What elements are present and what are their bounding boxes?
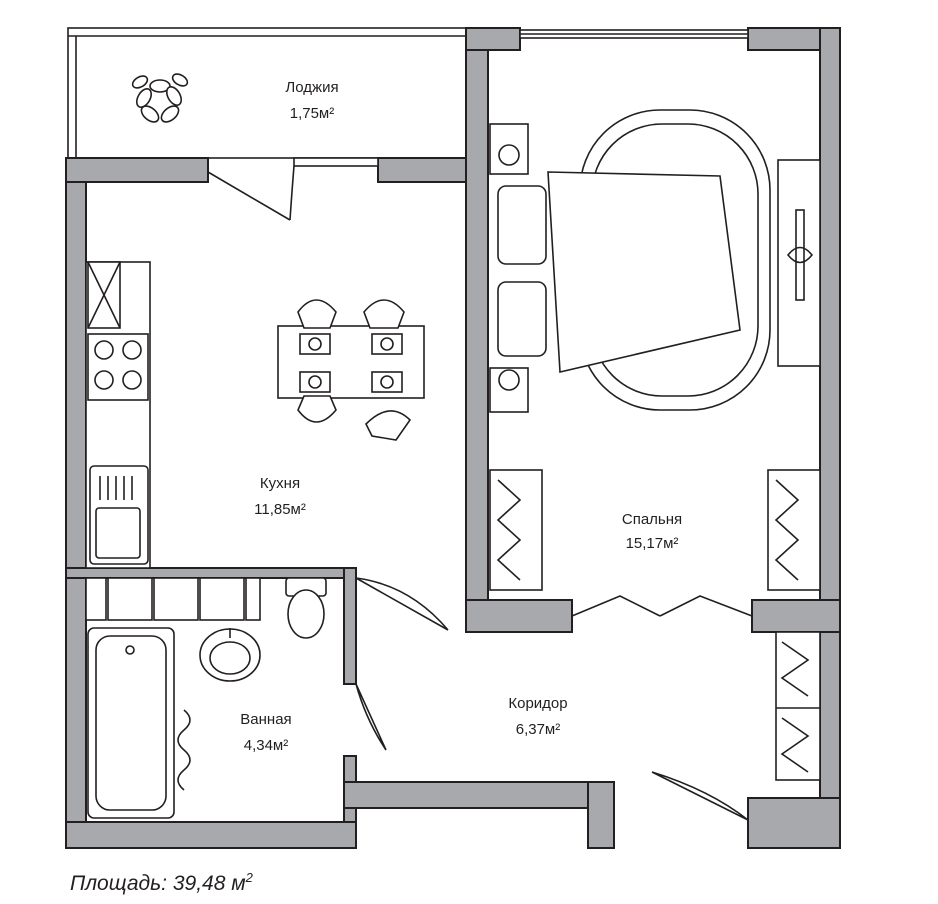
bedroom-area: 15,17м² xyxy=(626,535,679,552)
bathroom-name: Ванная xyxy=(240,711,291,728)
wall-kitchen-bedroom xyxy=(465,27,489,633)
kitchen-area: 11,85м² xyxy=(254,501,306,518)
entrance-door xyxy=(651,771,749,821)
washbasin xyxy=(199,628,261,682)
wall-kitchen-bath xyxy=(65,567,355,579)
corridor-wardrobe xyxy=(775,631,821,781)
toilet xyxy=(285,577,327,639)
wall-bottom-right xyxy=(747,797,841,849)
wall-bottom-jamb xyxy=(587,781,615,849)
room-labels: Лоджия 1,75м² Кухня 11,85м² Спальня 15,1… xyxy=(240,79,682,754)
kitchen-sink xyxy=(89,465,149,565)
shelves xyxy=(85,577,261,621)
wall-bedroom-top-left xyxy=(465,27,521,51)
pillow xyxy=(497,281,547,357)
chairs xyxy=(297,299,412,441)
doors xyxy=(207,165,753,821)
loggia-door-frame xyxy=(293,157,379,167)
kitchen-counter xyxy=(85,261,151,569)
walls xyxy=(65,27,841,849)
wall-bedroom-bottom-left xyxy=(465,599,573,633)
wall-bath-corridor-top xyxy=(343,567,357,685)
wall-right xyxy=(819,27,841,849)
total-area-unit-exponent: 2 xyxy=(245,870,253,885)
bathroom-door xyxy=(355,683,387,751)
loggia-door xyxy=(207,165,295,221)
wall-bedroom-bottom-right xyxy=(751,599,841,633)
loggia-outline xyxy=(67,27,469,159)
loggia-name: Лоджия xyxy=(285,79,338,96)
plant xyxy=(131,73,189,123)
dining-table xyxy=(277,325,425,399)
loggia-area: 1,75м² xyxy=(290,105,335,122)
corridor-name: Коридор xyxy=(508,695,567,712)
total-area: Площадь: 39,48 м2 xyxy=(70,870,253,896)
bedroom-door xyxy=(571,595,753,617)
wall-bottom-left xyxy=(65,821,357,849)
total-area-label: Площадь: 39,48 м xyxy=(70,872,246,895)
bedroom-name: Спальня xyxy=(622,511,682,528)
wall-kitchen-top-left xyxy=(65,157,209,183)
kitchen-name: Кухня xyxy=(260,475,300,492)
nightstand xyxy=(489,123,529,175)
kitchen-door xyxy=(355,577,449,631)
bed xyxy=(489,109,771,413)
stove xyxy=(87,333,149,401)
pillow xyxy=(497,185,547,265)
windows xyxy=(293,29,749,167)
wall-bottom-mid xyxy=(343,781,615,809)
bathroom-area: 4,34м² xyxy=(244,737,289,754)
corridor-area: 6,37м² xyxy=(516,721,561,738)
bathtub xyxy=(87,627,191,819)
bedroom-wardrobes xyxy=(489,469,821,591)
wall-left xyxy=(65,157,87,849)
tv-stand xyxy=(777,159,821,367)
